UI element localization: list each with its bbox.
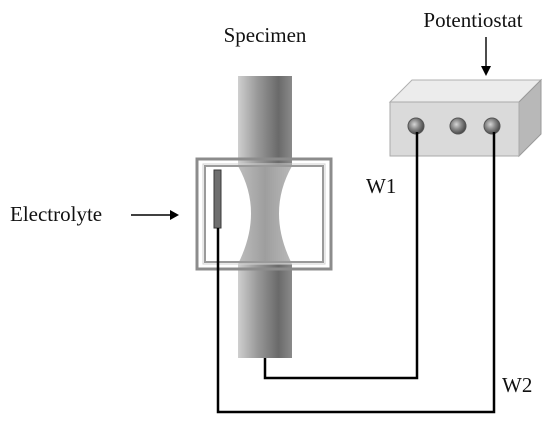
potentiostat-label: Potentiostat [423, 8, 522, 32]
electrolyte-cell [195, 157, 333, 271]
arrow-right-icon [131, 210, 179, 220]
w2-label: W2 [502, 373, 532, 397]
arrow-down-icon [481, 37, 491, 76]
potentiostat-box [388, 78, 543, 158]
terminal-knob-icon [407, 117, 425, 135]
specimen-upper-grip [238, 76, 292, 166]
counter-electrode [213, 169, 222, 229]
specimen-label: Specimen [224, 23, 307, 47]
specimen-gauge-section [238, 166, 292, 264]
terminal-knob-icon [449, 117, 467, 135]
terminal-knob-icon [483, 117, 501, 135]
electrolyte-label: Electrolyte [10, 202, 102, 226]
w1-label: W1 [366, 174, 396, 198]
specimen-lower-grip [238, 264, 292, 358]
wire-w2 [216, 132, 496, 414]
wire-w1 [263, 132, 419, 380]
